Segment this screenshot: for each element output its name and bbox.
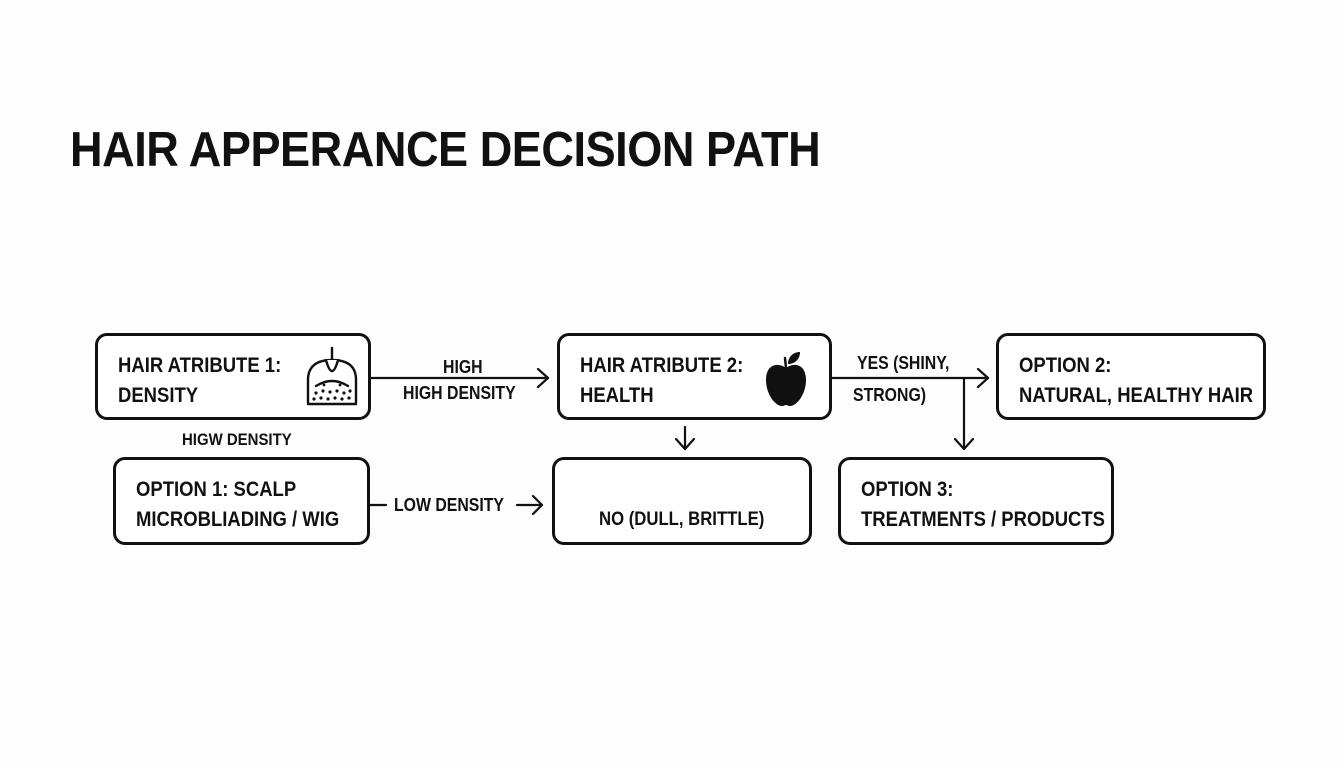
arrowhead-option2 (976, 367, 990, 389)
node-text: OPTION 3: TREATMENTS / PRODUCTS (861, 478, 1106, 531)
node-option-3: OPTION 3: TREATMENTS / PRODUCTS (838, 457, 1114, 545)
arrowhead-option3 (953, 437, 975, 451)
node-text: OPTION 1: SCALP MICROBLIADING / WIG (136, 478, 340, 531)
arrowhead-no-left (531, 494, 544, 516)
edge-label-high-density: HIGH DENSITY (403, 383, 516, 403)
arrowhead-attr2 (536, 367, 550, 389)
arrowhead-no (674, 437, 696, 451)
node-hair-attribute-1: HAIR ATRIBUTE 1: DENSITY (95, 333, 371, 420)
node-text: HAIR ATRIBUTE 1: DENSITY (118, 354, 282, 407)
apple-icon (766, 352, 806, 406)
node-option-1: OPTION 1: SCALP MICROBLIADING / WIG (113, 457, 370, 545)
edge-label-low-density: LOW DENSITY (394, 495, 504, 515)
node-no-dull-brittle: NO (DULL, BRITTLE) (552, 457, 812, 545)
edge-label-higw-density: HIGW DENSITY (182, 430, 292, 449)
edge-label-high: HIGH (443, 357, 483, 377)
page-title: HAIR APPERANCE DECISION PATH (70, 123, 821, 177)
node-option-2: OPTION 2: NATURAL, HEALTHY HAIR (996, 333, 1266, 420)
node-hair-attribute-2: HAIR ATRIBUTE 2: HEALTH (557, 333, 832, 420)
node-text: NO (DULL, BRITTLE) (599, 509, 765, 530)
edge-label-yes-line1: YES (SHINY, (857, 353, 950, 373)
node-text: OPTION 2: NATURAL, HEALTHY HAIR (1019, 354, 1254, 407)
edge-label-yes-line2: STRONG) (853, 385, 927, 405)
hair-follicle-icon (306, 346, 358, 406)
node-text: HAIR ATRIBUTE 2: HEALTH (580, 354, 744, 407)
